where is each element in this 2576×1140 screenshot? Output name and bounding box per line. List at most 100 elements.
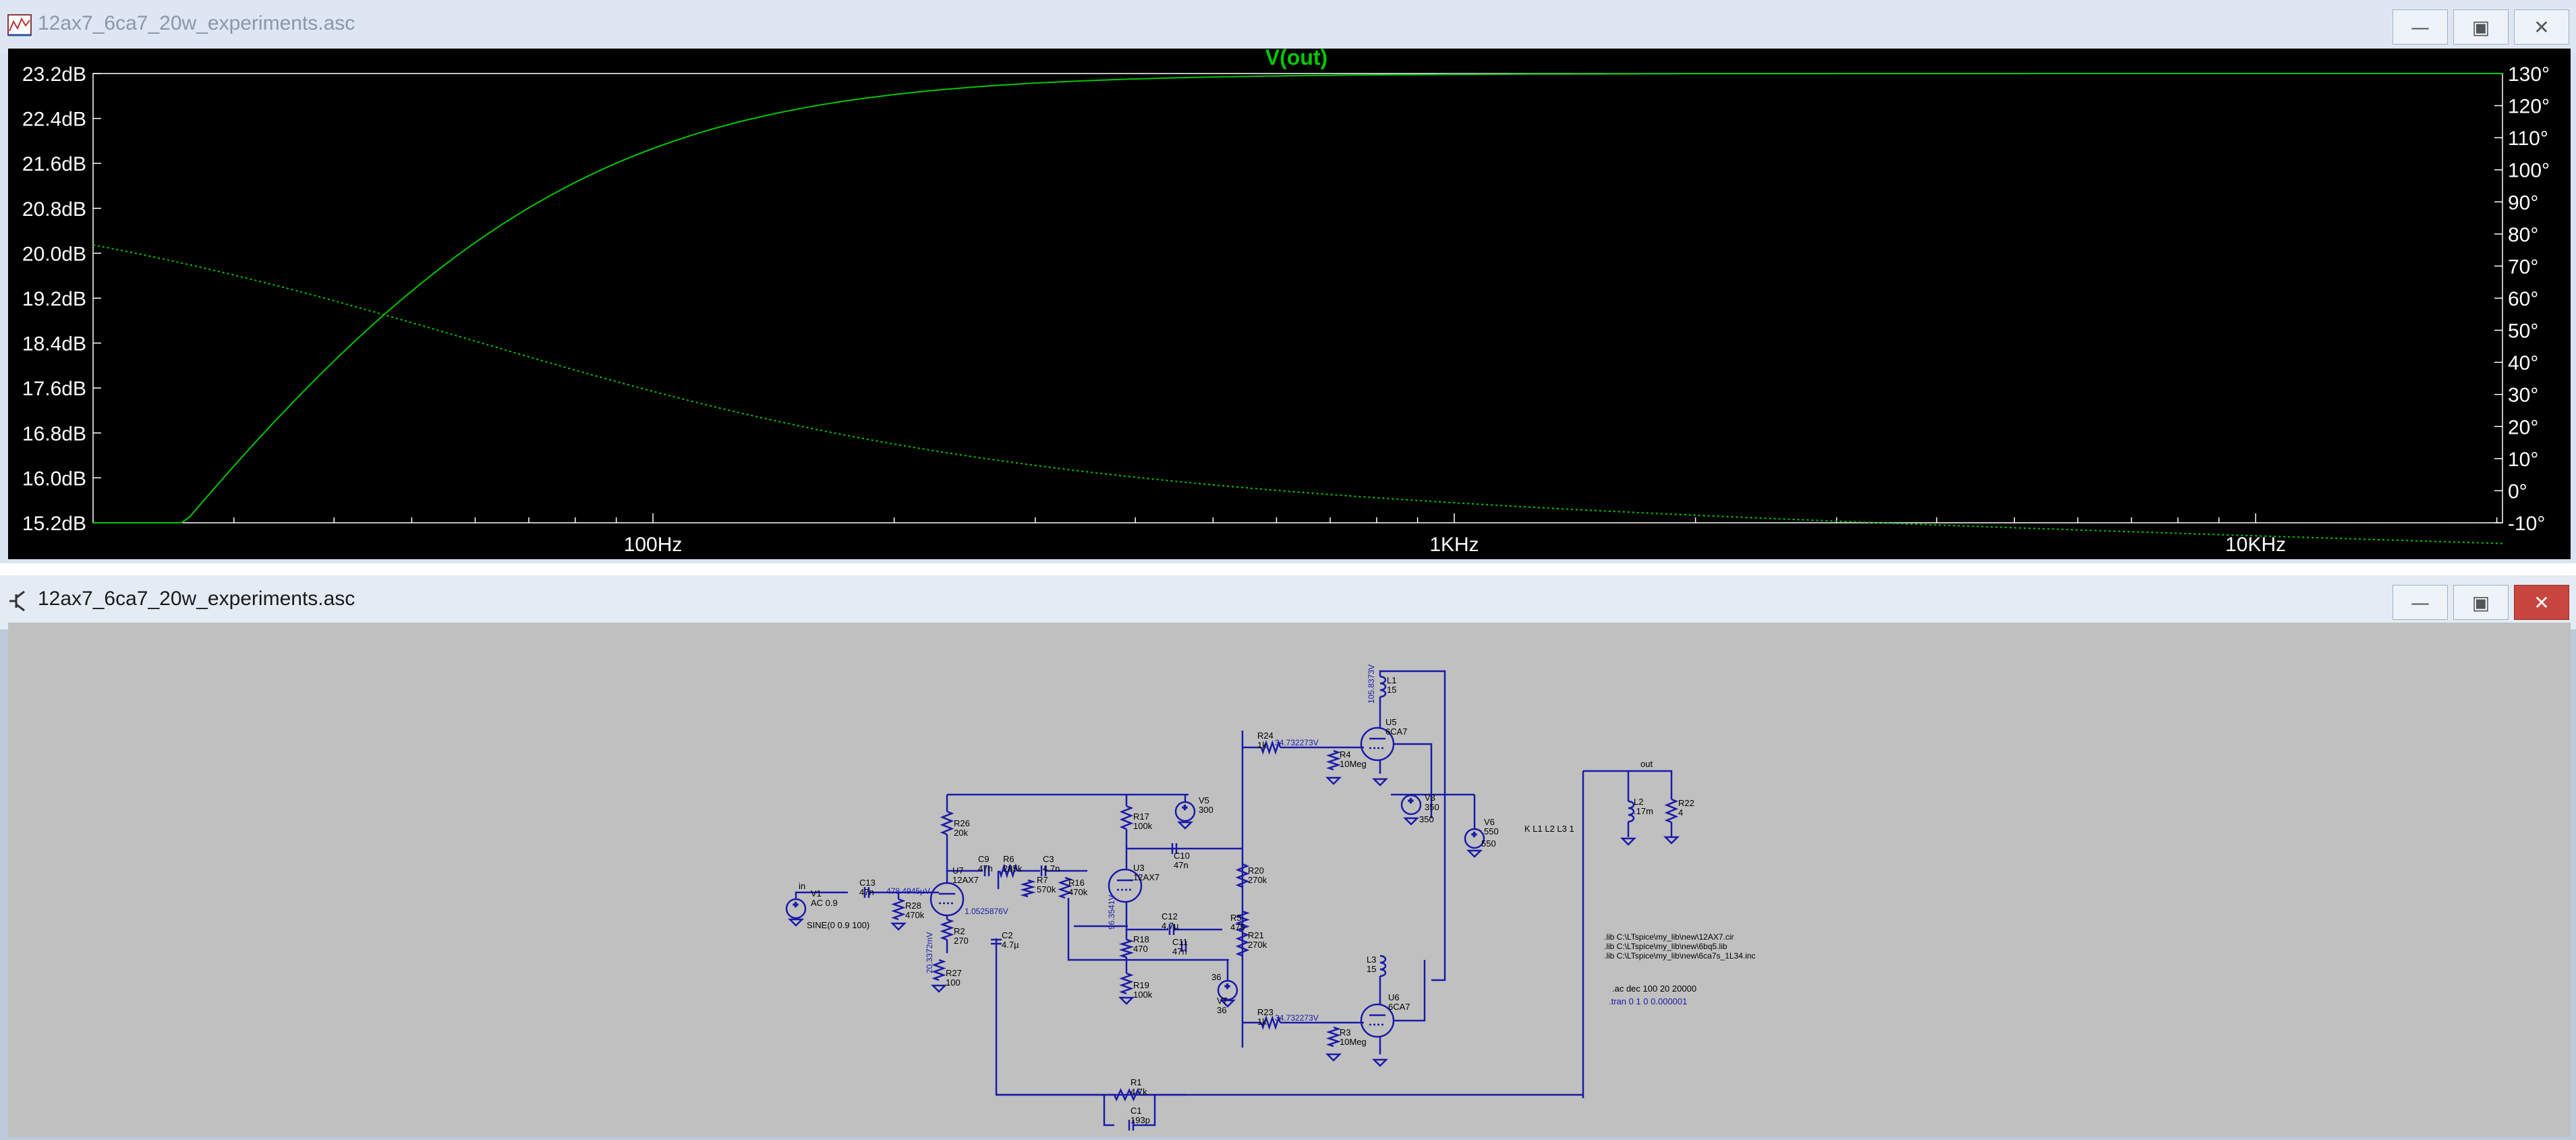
component-ref: L3	[1367, 954, 1376, 965]
tube-u7	[929, 882, 965, 917]
component-value: 550	[1481, 838, 1496, 849]
component-value: 4.7µ	[1002, 940, 1019, 950]
component-ref: R17	[1133, 811, 1149, 822]
polarity-plus: +	[1408, 796, 1413, 805]
restore-icon: ▣	[2471, 16, 2490, 38]
resistor-r7	[1020, 879, 1036, 898]
component-value: 350	[1419, 814, 1434, 824]
component-value: 100k	[1133, 990, 1153, 1000]
wire	[1133, 1095, 1156, 1127]
component-value: 47n	[1172, 946, 1187, 957]
magnitude-trace	[93, 73, 2502, 523]
ground-symbol	[1371, 1058, 1389, 1067]
component-value: 47n	[1174, 860, 1189, 870]
component-ref: R2	[954, 926, 965, 936]
source-v6	[1464, 828, 1485, 849]
component-ref: V7	[1217, 996, 1228, 1006]
source-v5	[1174, 801, 1196, 822]
inductor-l1	[1379, 682, 1387, 691]
plot-window-titlebar[interactable]: 12ax7_6ca7_20w_experiments.asc — ▣ ✕	[0, 0, 2576, 54]
ground-symbol	[1466, 849, 1483, 858]
component-value: 570k	[1037, 884, 1056, 894]
close-icon: ✕	[2534, 591, 2550, 614]
component-ref: C9	[978, 854, 990, 864]
wire	[1379, 670, 1446, 981]
component-value: 1k	[1257, 1017, 1267, 1027]
schematic-window-titlebar[interactable]: 12ax7_6ca7_20w_experiments.asc — ▣ ✕	[0, 575, 2576, 629]
resistor-r26	[940, 810, 954, 836]
waveform-viewer-icon	[7, 14, 32, 36]
phase-trace	[92, 244, 2503, 544]
left-tick-label: 15.2dB	[22, 513, 86, 535]
component-ref: R1	[1130, 1077, 1142, 1087]
x-tick-label: 1KHz	[1429, 534, 1479, 556]
minimize-icon: —	[2411, 591, 2430, 614]
wire	[1067, 898, 1229, 961]
ground-symbol	[1402, 817, 1420, 826]
component-ref: V6	[1484, 817, 1495, 827]
close-button[interactable]: ✕	[2514, 9, 2569, 45]
right-tick-label: 30°	[2508, 384, 2538, 407]
component-ref: U5	[1385, 717, 1397, 727]
resistor-r1	[1113, 1087, 1141, 1102]
component-ref: C2	[1002, 930, 1013, 940]
component-value: 36	[1211, 972, 1221, 982]
x-tick-label: 100Hz	[624, 534, 683, 556]
component-value: 550	[1484, 826, 1499, 836]
component-value: 193p	[1130, 1115, 1150, 1125]
inductor-l3	[1379, 968, 1387, 977]
component-value: 270k	[1248, 940, 1267, 950]
component-ref: R3	[1340, 1027, 1351, 1037]
left-tick-label: 19.2dB	[22, 288, 86, 310]
inductor-l3	[1379, 954, 1387, 964]
component-value: 6CA7	[1385, 726, 1408, 737]
maximize-button[interactable]: ▣	[2453, 585, 2509, 620]
inductor-l1	[1379, 675, 1387, 685]
resistor-r19	[1119, 972, 1134, 995]
component-value: 15	[1367, 964, 1376, 974]
component-value: 300	[1199, 805, 1213, 815]
right-tick-label: 80°	[2508, 224, 2538, 246]
close-button[interactable]: ✕	[2514, 585, 2569, 620]
schematic-window: 12ax7_6ca7_20w_experiments.asc — ▣ ✕ +++…	[0, 575, 2576, 1140]
component-value: 36	[1217, 1005, 1226, 1015]
x-tick-label: 10KHz	[2225, 534, 2286, 556]
minimize-button[interactable]: —	[2393, 9, 2448, 45]
tube-u3	[1108, 868, 1143, 903]
component-value: 1k	[1257, 740, 1267, 750]
left-tick-label: 16.8dB	[22, 423, 86, 445]
component-value: 285k	[1003, 863, 1023, 874]
operating-point-label: 96.3541V	[1107, 895, 1116, 930]
left-tick-label: 20.8dB	[22, 198, 86, 221]
component-value: 100k	[1133, 821, 1153, 831]
coupling-directive: K L1 L2 L3 1	[1524, 824, 1574, 834]
right-tick-label: 100°	[2508, 160, 2550, 182]
component-value: 270	[954, 936, 969, 946]
inductor-l2	[1628, 807, 1635, 816]
inductor-l2	[1628, 800, 1635, 809]
component-value: 4	[1678, 807, 1683, 818]
component-value: 6CA7	[1388, 1002, 1410, 1012]
trace-label[interactable]: V(out)	[1265, 49, 1327, 69]
maximize-button[interactable]: ▣	[2453, 9, 2509, 45]
component-ref: C12	[1162, 911, 1178, 921]
component-ref: R28	[905, 901, 921, 911]
operating-point-label: 1.0525876V	[965, 907, 1008, 916]
resistor-r22	[1664, 798, 1679, 824]
component-ref: R7	[1037, 875, 1048, 885]
wire	[1583, 770, 1673, 799]
schematic-window-title: 12ax7_6ca7_20w_experiments.asc	[38, 588, 355, 610]
resistor-r23	[1260, 1015, 1282, 1030]
inductor-l2	[1628, 814, 1635, 823]
right-tick-label: 120°	[2508, 96, 2550, 118]
ground-symbol	[1371, 778, 1389, 787]
minimize-button[interactable]: —	[2393, 585, 2448, 620]
polarity-plus: +	[793, 900, 798, 909]
component-ref: R21	[1248, 930, 1264, 940]
left-tick-label: 20.0dB	[22, 243, 86, 265]
spice-tran-directive: .tran 0 1 0 0.000001	[1609, 996, 1687, 1006]
